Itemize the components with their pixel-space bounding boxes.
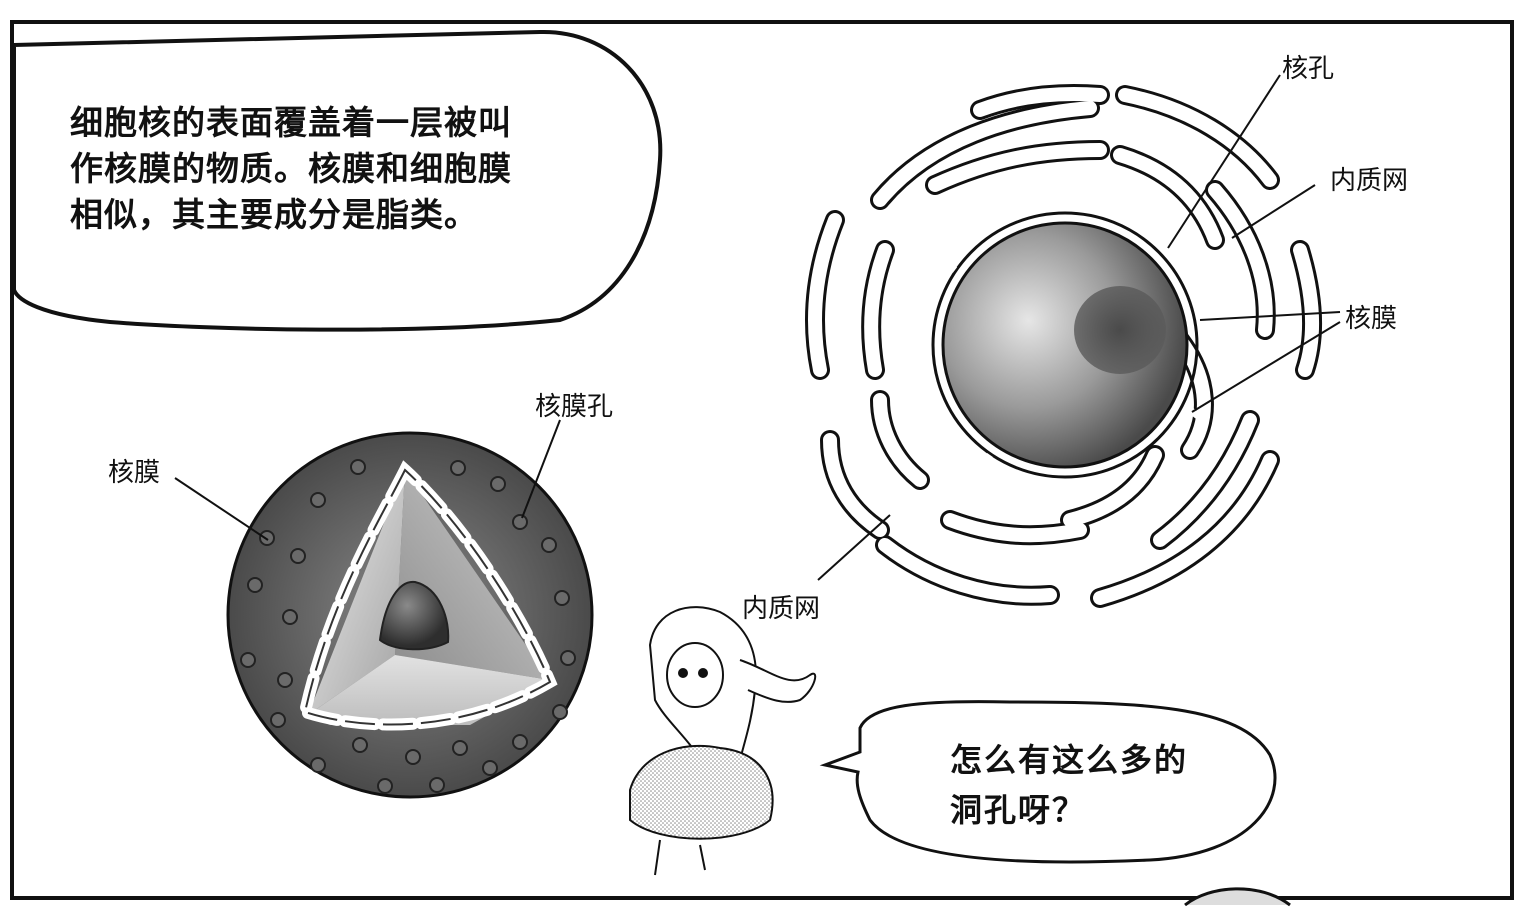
girl-character [629, 606, 817, 876]
leader-left-pore [521, 419, 561, 519]
surface-pores [240, 459, 576, 794]
label-nuclear-membrane: 核膜 [1345, 304, 1398, 334]
label-er-bottom: 内质网 [742, 594, 821, 624]
nuclear-envelope-outer [931, 211, 1199, 479]
girl-dress [629, 744, 774, 840]
next-bubble-edge [1184, 887, 1291, 907]
nucleus-er-diagram [805, 74, 1341, 608]
speech-bubble-girl [819, 700, 1277, 864]
label-nuclear-pore: 核孔 [1282, 54, 1335, 84]
speech-girl-text: 怎么有这么多的 洞孔呀？ [950, 741, 1189, 829]
speech-bubble-top [12, 29, 663, 332]
panel-border [10, 20, 1514, 900]
girl-braid [739, 659, 817, 703]
leader-membrane-2 [1191, 321, 1341, 413]
leader-er-top [1231, 184, 1316, 239]
girl-face [666, 642, 724, 708]
leader-pore [1167, 74, 1281, 249]
label-left-membrane: 核膜 [108, 458, 161, 488]
nucleolus-core [378, 580, 450, 651]
leader-membrane-1 [1199, 311, 1341, 321]
label-er-top: 内质网 [1330, 166, 1409, 196]
label-left-pore: 核膜孔 [535, 392, 614, 422]
leader-er-bottom [817, 514, 891, 581]
nucleus-cutaway-diagram [174, 419, 594, 799]
speech-top-text: 细胞核的表面覆盖着一层被叫 作核膜的物质。核膜和细胞膜 相似，其主要成分是脂类。 [70, 103, 512, 234]
nucleolus [1074, 286, 1166, 374]
cut-plane-left [308, 470, 405, 715]
leader-left-membrane [174, 477, 269, 541]
nucleus-body [941, 221, 1189, 469]
girl-legs [654, 839, 706, 876]
